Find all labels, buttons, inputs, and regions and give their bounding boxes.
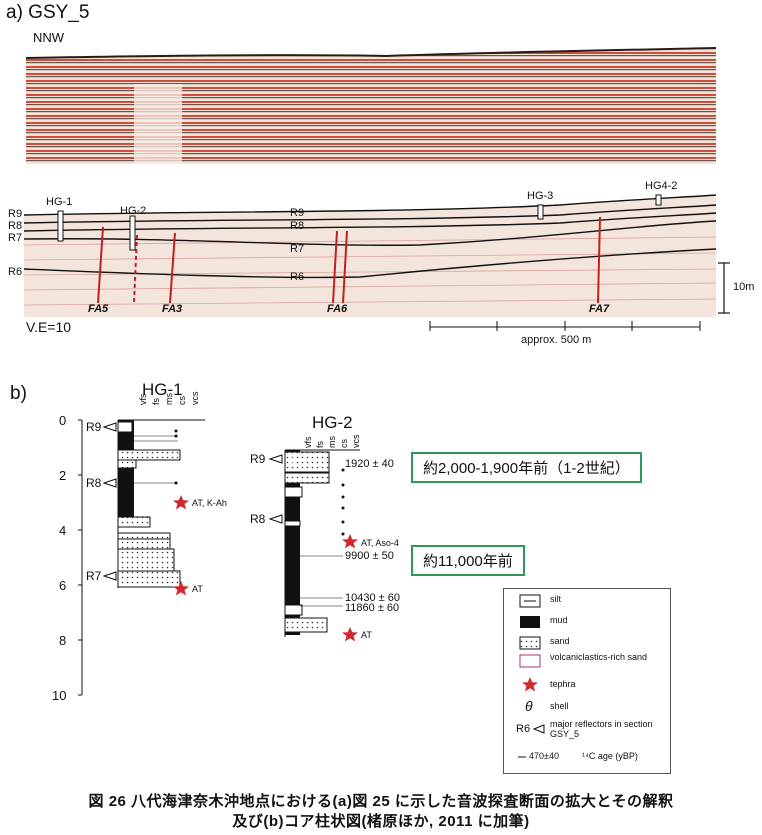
depth-tick-10: 10 xyxy=(52,688,67,703)
core-columns: θ xyxy=(78,419,360,696)
reflector-label-r6-mid: R6 xyxy=(290,271,305,283)
hg1-tephra-label-1: AT, K-Ah xyxy=(192,498,227,508)
depth-tick-2: 2 xyxy=(59,468,67,483)
seismic-profile-interpreted xyxy=(23,194,730,331)
figure-caption-line2: 及び(b)コア柱状図(楮原ほか, 2011 に加筆) xyxy=(232,813,530,830)
hg2-age-1: 1920 ± 40 xyxy=(345,458,394,470)
svg-text:θ: θ xyxy=(525,698,533,714)
hg2-grain-vcs: vcs xyxy=(351,434,361,449)
legend-mud: mud xyxy=(550,615,568,625)
hg1-reflector-r8: R8 xyxy=(86,476,102,490)
hg1-title: HG-1 xyxy=(142,380,183,399)
depth-tick-0: 0 xyxy=(59,413,67,428)
hg1-grain-fs: fs xyxy=(151,397,161,405)
depth-scale-label: 10m xyxy=(733,281,755,293)
hg2-age-3: 10430 ± 60 xyxy=(345,592,400,604)
legend-reflector: major reflectors in section GSY_5 xyxy=(550,719,653,739)
legend-tephra: tephra xyxy=(550,679,576,689)
svg-text:θ: θ xyxy=(289,455,296,470)
legend-silt: silt xyxy=(550,594,561,604)
age-note-2: 約11,000年前 xyxy=(411,545,525,576)
vertical-exaggeration-label: V.E=10 xyxy=(26,319,72,335)
reflector-label-r6: R6 xyxy=(8,266,23,278)
legend-box: θ silt mud sand volcaniclastics-rich san… xyxy=(503,588,671,774)
hg2-tephra-label-1: AT, Aso-4 xyxy=(361,538,399,548)
hg2-age-4: 11860 ± 60 xyxy=(345,602,400,614)
hg1-grain-vcs: vcs xyxy=(190,391,200,406)
fault-label-fa3: FA3 xyxy=(162,303,183,315)
legend-shell: shell xyxy=(550,701,569,711)
hg2-age-2: 9900 ± 50 xyxy=(345,550,394,562)
direction-label: NNW xyxy=(33,30,65,45)
core-label-hg2: HG-2 xyxy=(120,205,147,217)
hg2-grain-fs: fs xyxy=(315,440,325,448)
hg2-grain-vfs: vfs xyxy=(303,436,313,448)
fault-label-fa5: FA5 xyxy=(88,303,109,315)
hg1-grain-vfs: vfs xyxy=(138,393,148,405)
figure-caption-line1: 図 26 八代海津奈木沖地点における(a)図 25 に示した音波探査断面の拡大と… xyxy=(88,793,674,810)
core-label-hg1: HG-1 xyxy=(46,196,73,208)
hg1-grain-cs: cs xyxy=(177,396,187,405)
depth-tick-8: 8 xyxy=(59,633,67,648)
core-label-hg4-2: HG4-2 xyxy=(645,180,678,192)
hg2-grain-ms: ms xyxy=(327,436,337,448)
legend-sand: sand xyxy=(550,636,570,646)
reflector-label-r9-mid: R9 xyxy=(290,207,305,219)
fault-label-fa6: FA6 xyxy=(327,303,348,315)
legend-volc: volcaniclastics-rich sand xyxy=(550,652,648,662)
hg2-title: HG-2 xyxy=(312,413,353,432)
legend-age-example: 470±40 xyxy=(529,751,559,761)
reflector-label-r9: R9 xyxy=(8,208,23,220)
reflector-label-r7: R7 xyxy=(8,232,23,244)
hg2-reflector-r8: R8 xyxy=(250,512,266,526)
hg2-grain-cs: cs xyxy=(339,439,349,448)
depth-tick-4: 4 xyxy=(59,523,67,538)
reflector-label-r7-mid: R7 xyxy=(290,243,305,255)
hg1-reflector-r7: R7 xyxy=(86,569,102,583)
legend-age: ¹⁴C age (yBP) xyxy=(582,751,638,761)
depth-tick-6: 6 xyxy=(59,578,67,593)
fault-label-fa7: FA7 xyxy=(589,303,610,315)
legend-reflector-symbol: R6 xyxy=(516,723,531,735)
legend-symbols: θ xyxy=(518,594,545,758)
panel-a-label: a) GSY_5 xyxy=(6,2,90,23)
scale-bar-label: approx. 500 m xyxy=(521,334,592,346)
seismic-profile-raw xyxy=(26,47,716,164)
core-label-hg3: HG-3 xyxy=(527,190,554,202)
panel-b-label: b) xyxy=(10,383,27,404)
reflector-label-r8: R8 xyxy=(8,220,23,232)
hg1-reflector-r9: R9 xyxy=(86,420,102,434)
reflector-label-r8-mid: R8 xyxy=(290,220,305,232)
age-note-1: 約2,000-1,900年前（1-2世紀） xyxy=(411,452,642,483)
hg1-tephra-label-2: AT xyxy=(192,584,203,594)
hg2-tephra-label-2: AT xyxy=(361,630,372,640)
hg2-reflector-r9: R9 xyxy=(250,452,266,466)
hg1-grain-ms: ms xyxy=(164,393,174,405)
